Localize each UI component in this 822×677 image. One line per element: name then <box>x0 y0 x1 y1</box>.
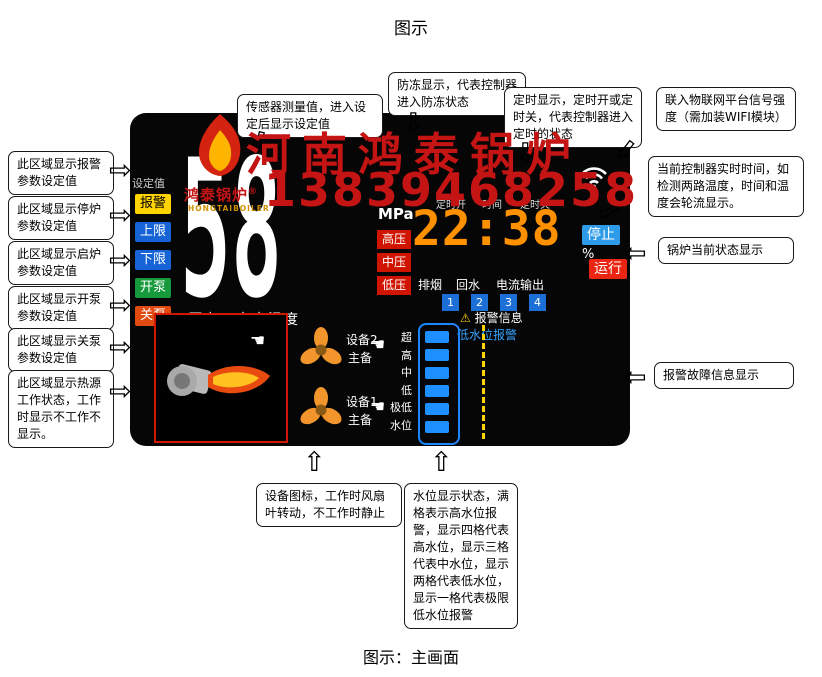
callout-iot-signal: 联入物联网平台信号强度（需加装WIFI模块） <box>656 87 796 132</box>
brand-logo-latin: HONGTAIBOILER <box>188 204 270 213</box>
controller-display-panel: 设定值 报警 上限 下限 开泵 关泵 58 压力 出水温度 MPa 高压 中压 … <box>130 113 630 446</box>
water-level-gauge <box>418 323 460 445</box>
callout-antifreeze: 防冻显示，代表控制器进入防冻状态 <box>388 72 526 117</box>
time-label: 时间 <box>482 200 502 211</box>
high-pressure-tag: 高压 <box>377 230 411 249</box>
run-button: 运行 <box>589 259 627 279</box>
water-level-bar <box>425 349 449 361</box>
registered-mark: ® <box>248 187 259 197</box>
channel-4: 4 <box>529 294 546 311</box>
alarm-info-row: ⚠ 报警信息 <box>460 309 523 326</box>
callout-arrow-right-icon: ⇨ <box>109 245 132 276</box>
heat-source-box: ☚ <box>154 313 288 443</box>
page-caption: 图示：主画面 <box>362 648 459 667</box>
callout-realtime-clock: 当前控制器实时时间，如检测两路温度，时间和温度会轮流显示。 <box>648 156 804 218</box>
watermark-phone-number: 13839468258 <box>264 163 639 217</box>
level-label-high: 高 <box>401 349 412 362</box>
fan-icon-device2 <box>300 327 342 365</box>
callout-arrow-left-icon: ⇦ <box>624 238 647 269</box>
callout-device-icon: 设备图标，工作时风扇叶转动，不工作时静止 <box>256 483 402 528</box>
device1-mode: 主备 <box>348 413 373 427</box>
page-title: 图示 <box>394 19 428 39</box>
device1-name: 设备1 <box>346 395 378 409</box>
alarm-message: 低水位报警 <box>457 328 518 342</box>
level-label-water: 水位 <box>390 419 412 432</box>
callout-pump-off-setpoint: 此区域显示关泵参数设定值 <box>8 328 114 373</box>
callout-arrow-up-icon: ⇧ <box>430 447 453 478</box>
callout-shutdown-setpoint: 此区域显示停炉参数设定值 <box>8 196 114 241</box>
device2-mode: 主备 <box>348 351 373 365</box>
callout-arrow-down-icon: ⇩ <box>514 138 537 169</box>
callout-timer: 定时显示，定时开或定时关，代表控制器进入定时的状态 <box>504 87 642 149</box>
device2-name: 设备2 <box>346 333 378 347</box>
stop-button: 停止 <box>582 225 620 245</box>
channel-2: 2 <box>471 294 488 311</box>
callout-arrow-right-icon: ⇨ <box>109 155 132 186</box>
timer-off-label: 定时关 <box>520 200 550 211</box>
callout-heat-source-status: 此区域显示热源工作状态，工作时显示不工作不显示。 <box>8 370 114 449</box>
callout-pump-on-setpoint: 此区域显示开泵参数设定值 <box>8 286 114 331</box>
callout-arrow-right-icon: ⇨ <box>109 290 132 321</box>
hand-pointer-icon: ☚ <box>250 331 266 351</box>
timer-on-label: 定时开 <box>436 200 466 211</box>
hand-pointer-icon: ☚ <box>370 397 386 417</box>
alarm-info-title: 报警信息 <box>474 311 523 325</box>
upper-limit-tab: 上限 <box>135 222 171 242</box>
callout-arrow-down-icon: ⇩ <box>402 108 425 139</box>
mid-pressure-tag: 中压 <box>377 253 411 272</box>
water-level-bar <box>425 385 449 397</box>
burner-flame-icon <box>167 364 270 396</box>
pump-on-tab: 开泵 <box>135 278 171 298</box>
channel-3: 3 <box>500 294 517 311</box>
unit-label: MPa <box>378 205 414 223</box>
watermark-brand-text: 河南鸿泰锅炉 <box>246 128 583 181</box>
level-label-super: 超 <box>401 331 412 344</box>
wifi-icon <box>581 167 607 189</box>
level-label-mid: 中 <box>401 366 412 379</box>
callout-boiler-status: 锅炉当前状态显示 <box>658 237 794 265</box>
callout-alarm-setpoint: 此区域显示报警参数设定值 <box>8 151 114 196</box>
callout-arrow-right-icon: ⇨ <box>109 200 132 231</box>
alarm-tab: 报警 <box>135 194 171 214</box>
lower-limit-tab: 下限 <box>135 250 171 270</box>
low-pressure-tag: 低压 <box>377 276 411 295</box>
level-label-low: 低 <box>401 384 412 397</box>
percent-label: % <box>582 247 595 262</box>
hand-pointer-icon: ☚ <box>370 335 386 355</box>
water-level-bar <box>425 367 449 379</box>
fan-icon-device1 <box>300 387 342 425</box>
callout-fault-info: 报警故障信息显示 <box>654 362 794 390</box>
brand-logo-text: 鸿泰锅炉 <box>184 186 249 204</box>
flue-gas-label: 排烟 <box>418 278 443 292</box>
current-output-label: 电流输出 <box>496 278 545 292</box>
clock-display: 22:38 <box>412 201 562 257</box>
brand-logo-name: 鸿泰锅炉® <box>184 184 258 205</box>
water-level-bar <box>425 403 449 415</box>
callout-arrow-right-icon: ⇨ <box>109 332 132 363</box>
water-level-bar <box>425 421 449 433</box>
setpoint-label: 设定值 <box>132 177 165 190</box>
callout-water-level: 水位显示状态，满格表示高水位报警，显示四格代表高水位，显示三格代表中水位，显示两… <box>404 483 518 630</box>
callout-arrow-right-icon: ⇨ <box>109 376 132 407</box>
brand-flame-logo <box>198 114 241 176</box>
callout-startup-setpoint: 此区域显示启炉参数设定值 <box>8 241 114 286</box>
channel-1: 1 <box>442 294 459 311</box>
water-level-bar <box>425 331 449 343</box>
level-label-extra-low: 极低 <box>390 401 412 414</box>
dashed-divider <box>482 325 485 439</box>
callout-sensor-value: 传感器测量值，进入设定后显示设定值 <box>237 94 383 139</box>
callout-arrow-left-icon: ⇦ <box>624 362 647 393</box>
return-water-label: 回水 <box>456 278 481 292</box>
callout-arrow-up-icon: ⇧ <box>303 447 326 478</box>
warning-icon: ⚠ <box>460 311 471 325</box>
